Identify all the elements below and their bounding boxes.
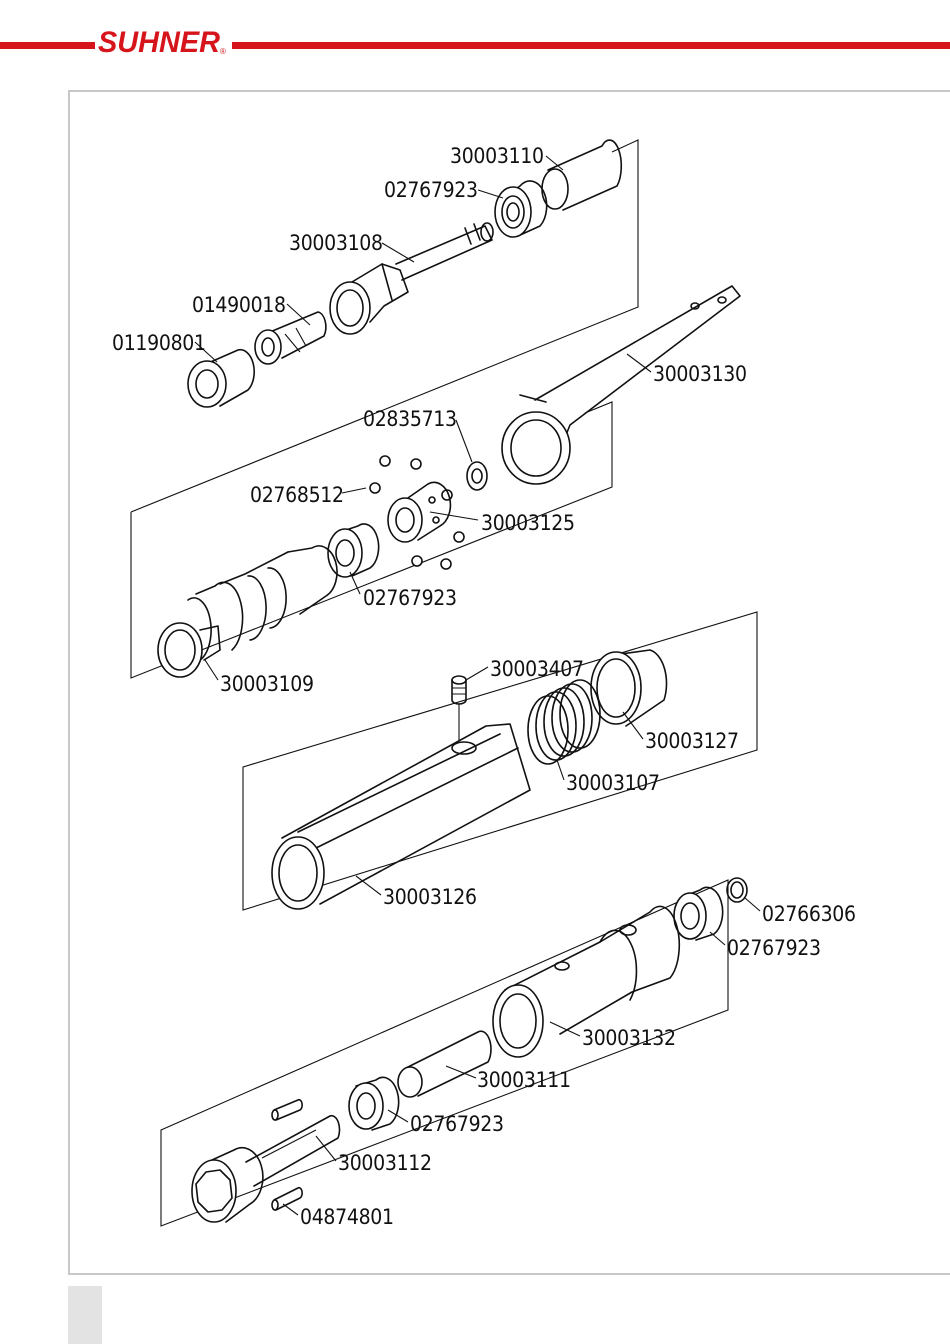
label-02768512: 02768512	[250, 483, 344, 507]
part-30003109-housing	[158, 546, 337, 677]
part-02766306-snap-ring	[727, 878, 747, 902]
label-30003112: 30003112	[338, 1151, 432, 1175]
label-30003132: 30003132	[582, 1026, 676, 1050]
part-02835713-washer	[467, 462, 487, 490]
label-30003130: 30003130	[653, 362, 747, 386]
label-30003111: 30003111	[477, 1068, 571, 1092]
label-01490018: 01490018	[192, 293, 286, 317]
label-02767923-top: 02767923	[384, 178, 478, 202]
part-30003126-hex-tube	[272, 724, 530, 909]
part-30003127-ring	[591, 650, 667, 726]
label-01190801: 01190801	[112, 331, 206, 355]
label-30003127: 30003127	[645, 729, 739, 753]
part-30003407-pin-screw	[452, 676, 466, 740]
part-30003110-sleeve	[542, 140, 621, 210]
part-02767923-bearing-top	[495, 181, 547, 237]
label-30003108: 30003108	[289, 231, 383, 255]
part-02767923-bearing-upper	[328, 524, 379, 577]
label-30003125: 30003125	[481, 511, 575, 535]
part-number-labels: 30003110 02767923 30003108 01490018 0119…	[112, 144, 856, 1229]
label-02766306: 02766306	[762, 902, 856, 926]
label-30003110: 30003110	[450, 144, 544, 168]
part-01190801-nut	[188, 350, 254, 407]
panel-lower	[161, 880, 728, 1226]
part-04874801-pins	[272, 1100, 302, 1210]
label-02767923-lower-left: 02767923	[410, 1112, 504, 1136]
label-30003407: 30003407	[490, 657, 584, 681]
part-02767923-bearing-lower-left	[349, 1077, 399, 1130]
label-02767923-lower-right: 02767923	[727, 936, 821, 960]
label-30003126: 30003126	[383, 885, 477, 909]
label-04874801: 04874801	[300, 1205, 394, 1229]
label-30003107: 30003107	[566, 771, 660, 795]
part-30003125-ball-cage	[388, 482, 450, 542]
label-02767923-upper: 02767923	[363, 586, 457, 610]
part-30003107-spring	[528, 680, 600, 764]
part-01490018-collet	[255, 312, 326, 364]
part-02767923-bearing-lower-right	[674, 887, 723, 940]
label-02835713: 02835713	[363, 407, 457, 431]
label-30003109: 30003109	[220, 672, 314, 696]
